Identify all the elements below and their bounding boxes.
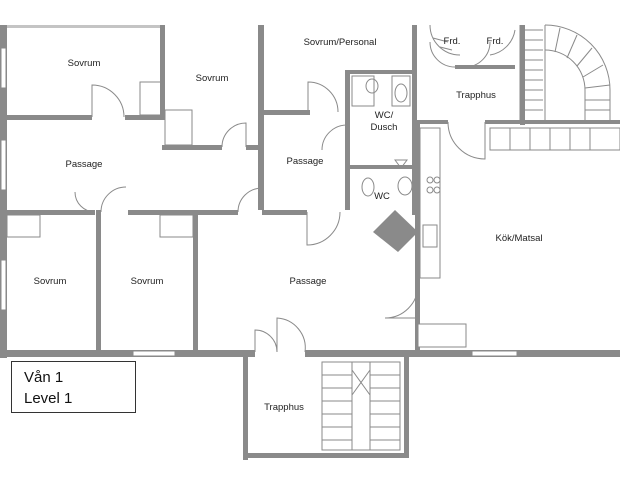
fixtures bbox=[6, 75, 441, 279]
level-name-swedish: Vån 1 bbox=[24, 369, 64, 386]
label-passage-middle: Passage bbox=[287, 156, 324, 167]
label-sovrum-top-middle: Sovrum bbox=[196, 73, 229, 84]
level-legend: Vån 1 Level 1 bbox=[11, 361, 136, 413]
stairs-bottom bbox=[321, 361, 401, 451]
label-passage-bottom: Passage bbox=[290, 276, 327, 287]
doors bbox=[74, 41, 491, 353]
label-sovrum-bottom-middle: Sovrum bbox=[131, 276, 164, 287]
label-trapphus-top: Trapphus bbox=[456, 90, 496, 101]
level-name-english: Level 1 bbox=[24, 390, 73, 407]
kitchen-cabinets bbox=[489, 127, 620, 151]
label-sovrum-bottom-left: Sovrum bbox=[34, 276, 67, 287]
windows bbox=[0, 47, 518, 357]
label-trapphus-bottom: Trapphus bbox=[264, 402, 304, 413]
walls bbox=[0, 25, 620, 460]
label-wc-dusch-2: Dusch bbox=[371, 122, 398, 133]
label-wc-small: WC bbox=[374, 191, 390, 202]
label-passage-left: Passage bbox=[66, 159, 103, 170]
label-sovrum-personal: Sovrum/Personal bbox=[304, 37, 377, 48]
label-sovrum-top-left: Sovrum bbox=[68, 58, 101, 69]
label-frd-1: Frd. bbox=[444, 36, 461, 47]
stairs-top bbox=[429, 24, 611, 120]
label-wc-dusch-1: WC/ bbox=[375, 110, 394, 121]
room-labels: Sovrum Sovrum Sovrum/Personal Frd. Frd. … bbox=[34, 36, 543, 413]
label-kok-matsal: Kök/Matsal bbox=[496, 233, 543, 244]
label-frd-2: Frd. bbox=[487, 36, 504, 47]
